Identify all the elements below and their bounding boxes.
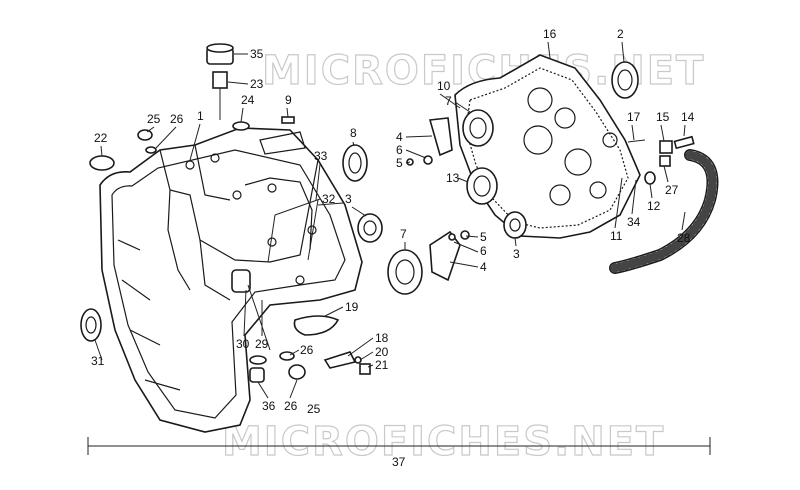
part-label: 9 [285, 93, 292, 107]
part-label: 13 [446, 171, 460, 185]
part-label: 19 [345, 300, 359, 314]
part-label: 26 [284, 399, 298, 413]
part-label: 34 [627, 215, 641, 229]
part-label: 12 [647, 199, 661, 213]
part-label: 30 [236, 337, 250, 351]
part-label: 15 [656, 110, 670, 124]
leader-lines [94, 41, 686, 399]
part-label: 10 [437, 79, 451, 93]
part-label: 8 [350, 126, 357, 140]
part-label: 31 [91, 354, 105, 368]
part-label: 2 [617, 27, 624, 41]
part-label: 27 [665, 183, 679, 197]
part-label: 5 [480, 230, 487, 244]
part-label: 29 [255, 337, 269, 351]
part-label: 22 [94, 131, 108, 145]
part-label: 4 [396, 130, 403, 144]
part-label: 6 [480, 244, 487, 258]
part-label: 5 [396, 156, 403, 170]
part-label: 4 [480, 260, 487, 274]
watermark-bottom: MICROFICHES.NET [222, 419, 665, 465]
part-label: 26 [170, 112, 184, 126]
part-label: 16 [543, 27, 557, 41]
part-label: 7 [400, 227, 407, 241]
part-label: 18 [375, 331, 389, 345]
part-label: 35 [250, 47, 264, 61]
part-label: 26 [300, 343, 314, 357]
part-label: 20 [375, 345, 389, 359]
part-label: 23 [250, 77, 264, 91]
part-label: 14 [681, 110, 695, 124]
part-label: 11 [610, 229, 623, 243]
part-label: 17 [627, 110, 641, 124]
part-label: 32 [322, 192, 336, 206]
part-label: 24 [241, 93, 255, 107]
gearbox-cover [454, 54, 641, 239]
part-label: 33 [314, 149, 328, 163]
part-label: 21 [375, 358, 389, 372]
part-label: 7 [445, 94, 452, 108]
part-label: 25 [307, 402, 321, 416]
part-label: 28 [677, 231, 691, 245]
part-label: 1 [197, 109, 204, 123]
part-label: 25 [147, 112, 161, 126]
parts [80, 43, 719, 383]
gearbox-housing [99, 127, 363, 433]
part-label: 37 [392, 455, 406, 469]
part-label: 6 [396, 143, 403, 157]
part-label: 36 [262, 399, 276, 413]
part-label: 3 [513, 247, 520, 261]
part-label: 3 [345, 192, 352, 206]
assembly-bracket [87, 437, 711, 455]
